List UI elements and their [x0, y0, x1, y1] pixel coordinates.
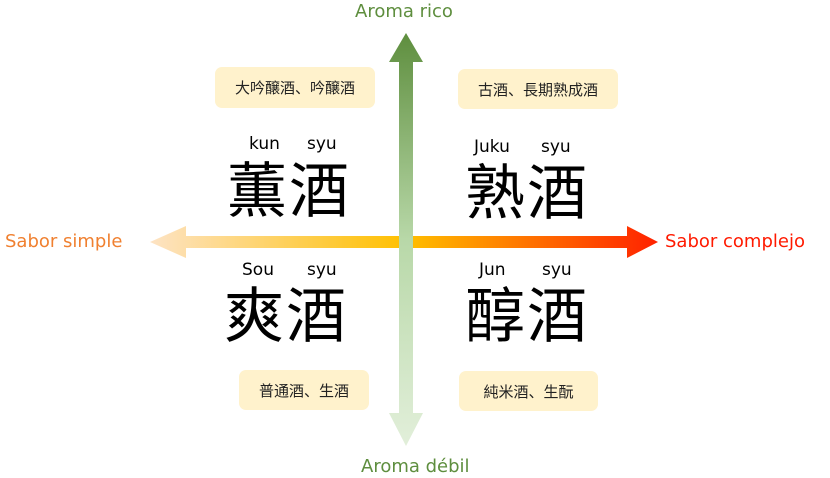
axis-label-right: Sabor complejo	[665, 231, 805, 252]
romaji: Juku	[474, 137, 510, 157]
examples-box-junshu: 純米酒、生酛	[459, 371, 598, 411]
romaji: syu	[542, 260, 572, 280]
kanji-jukushu: 熟酒	[465, 159, 589, 229]
axis-label-bottom: Aroma débil	[361, 456, 470, 477]
examples-box-kunshu: 大吟醸酒、吟醸酒	[215, 67, 375, 108]
vertical-arrow	[389, 33, 423, 446]
romaji: Sou	[242, 260, 274, 280]
axis-label-top: Aroma rico	[355, 1, 453, 22]
romaji: kun	[249, 134, 280, 154]
romaji: syu	[307, 134, 337, 154]
kanji-kunshu: 薫酒	[227, 157, 351, 227]
axis-label-left: Sabor simple	[5, 231, 123, 252]
examples-box-soushu: 普通酒、生酒	[239, 370, 369, 410]
romaji: syu	[307, 260, 337, 280]
kanji-soushu: 爽酒	[224, 282, 348, 352]
romaji: syu	[541, 137, 571, 157]
examples-box-jukushu: 古酒、長期熟成酒	[458, 69, 618, 109]
romaji: Jun	[479, 260, 506, 280]
kanji-junshu: 醇酒	[465, 282, 589, 352]
